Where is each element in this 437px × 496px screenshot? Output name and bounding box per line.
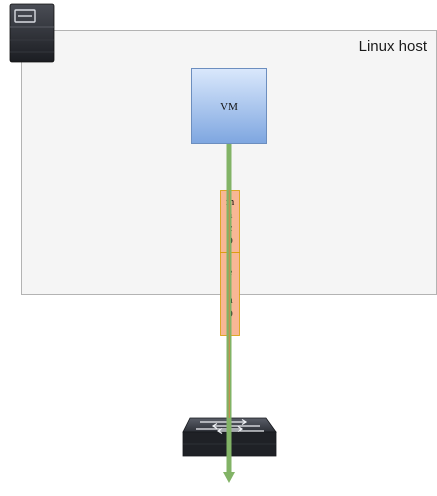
vm-label: VM [220,101,238,113]
vm-box[interactable]: VM [191,68,267,144]
network-link [223,144,235,483]
linux-host-label: Linux host [359,38,428,55]
link-arrowhead [223,472,235,483]
server-icon [9,3,55,63]
